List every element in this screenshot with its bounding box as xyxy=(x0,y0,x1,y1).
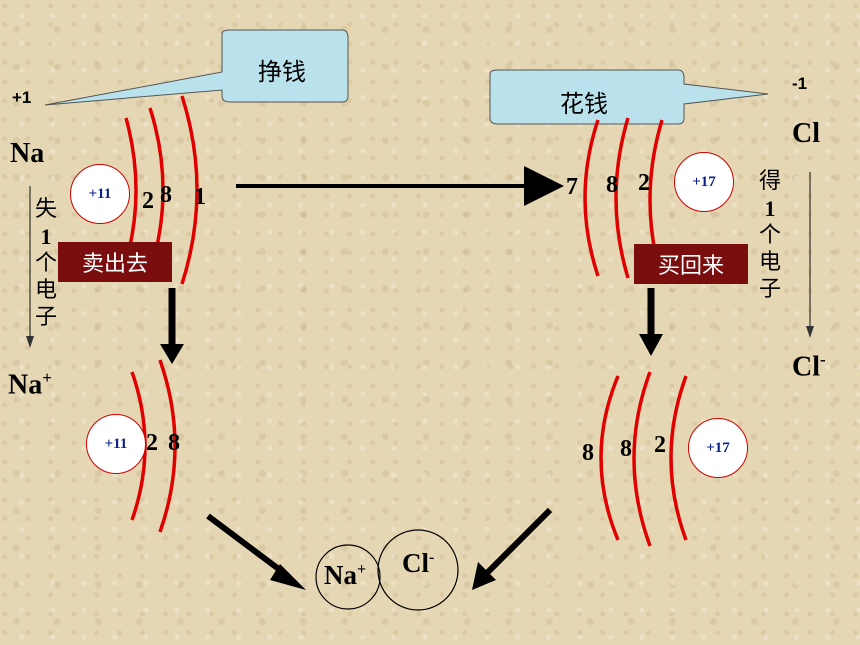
cl-atom-nucleus: +17 xyxy=(674,152,734,212)
cl-to-product-arrowhead xyxy=(472,562,496,590)
product-cl-ion: Cl- xyxy=(402,548,435,578)
cl-callout-bubble xyxy=(489,69,769,125)
cl-ion-nucleus: +17 xyxy=(688,418,748,478)
na-atom-nucleus: +11 xyxy=(70,164,130,224)
na-charge-label: +1 xyxy=(12,88,32,107)
cl-ion-symbol: Cl- xyxy=(792,350,826,383)
cl-to-product-arrow xyxy=(483,507,553,577)
na-callout-text: 挣钱 xyxy=(258,58,306,86)
cl-shell-3-count: 7 xyxy=(566,174,578,200)
na-callout-bubble xyxy=(44,29,349,106)
cl-shell-1-count: 2 xyxy=(638,170,650,196)
na-ion-charge: + xyxy=(42,368,52,387)
cl-charge-label: -1 xyxy=(792,74,808,93)
sell-tag: 卖出去 xyxy=(58,242,172,282)
cl-ion-shell-1-count: 2 xyxy=(654,432,666,458)
na-shell-3-count: 1 xyxy=(194,184,206,210)
na-to-product-arrowhead xyxy=(270,564,306,590)
product-cl-charge: - xyxy=(429,549,435,566)
gain-electron-text: 得 1 个 电 子 xyxy=(758,169,781,302)
cl-ion-charge: - xyxy=(820,350,826,369)
na-to-product-arrow xyxy=(206,513,290,579)
buy-tag: 买回来 xyxy=(634,244,748,284)
cl-down-arrowhead xyxy=(639,334,663,356)
cl-atom-symbol: Cl xyxy=(792,118,820,149)
gain-electron-arrowhead xyxy=(806,326,814,338)
na-ion-shell-1-count: 2 xyxy=(146,430,158,456)
cl-callout-text: 花钱 xyxy=(560,90,608,118)
product-na-ion: Na+ xyxy=(324,560,367,590)
na-shell-1-count: 2 xyxy=(142,188,154,214)
product-cl-circle xyxy=(377,529,459,611)
cl-ion-shell-2-count: 8 xyxy=(620,436,632,462)
na-atom-symbol: Na xyxy=(10,138,45,169)
cl-ion-shell-3-count: 8 xyxy=(582,440,594,466)
na-ion-shell-2-count: 8 xyxy=(168,430,180,456)
product-na-circle xyxy=(315,544,381,610)
product-na-charge: + xyxy=(357,561,367,578)
lose-electron-text: 失 1 个 电 子 xyxy=(34,197,57,330)
cl-ion-shells xyxy=(599,371,688,547)
na-down-arrowhead xyxy=(160,344,184,364)
lose-electron-arrowhead xyxy=(26,336,34,348)
na-ion-nucleus: +11 xyxy=(86,414,146,474)
na-shell-2-count: 8 xyxy=(160,182,172,208)
cl-shell-2-count: 8 xyxy=(606,172,618,198)
na-ion-symbol: Na+ xyxy=(8,368,52,401)
